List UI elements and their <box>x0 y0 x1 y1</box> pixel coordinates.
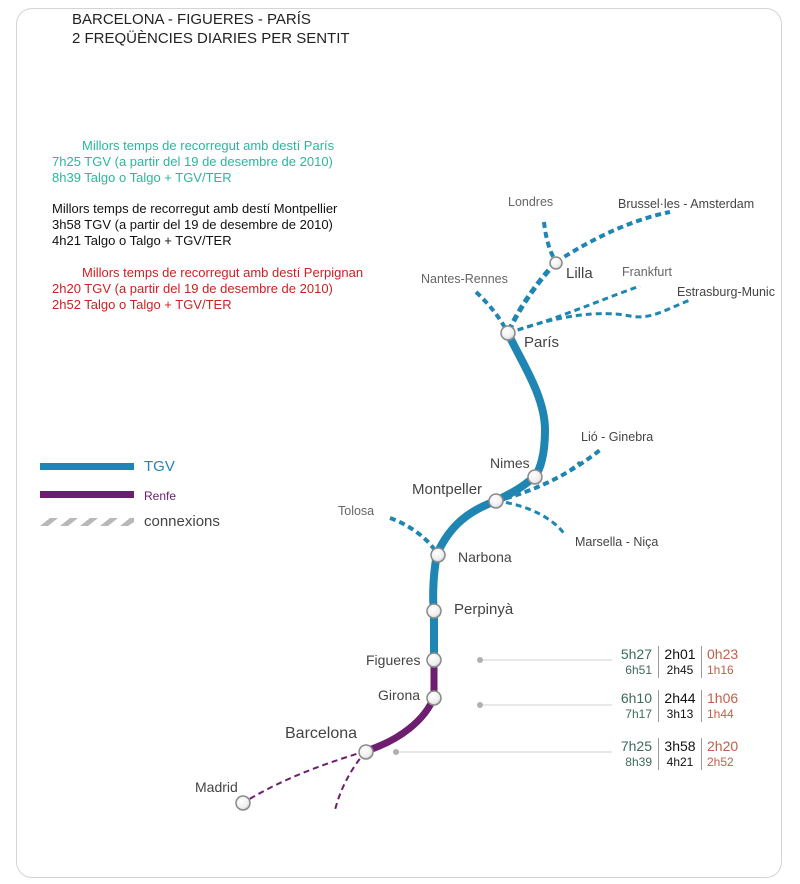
time-figueres-perpignan: 0h23 <box>707 646 739 662</box>
station-label-nimes: Nimes <box>490 455 530 471</box>
station-label-montpeller: Montpeller <box>412 481 482 498</box>
time-figueres-paris-alt: 6h51 <box>625 663 652 677</box>
time-barcelona-paris-alt: 8h39 <box>625 755 652 769</box>
info-paris-line-2: 8h39 Talgo o Talgo + TGV/TER <box>52 170 232 185</box>
connection-line-madrid <box>242 750 367 804</box>
connection-label-nantes: Nantes-Rennes <box>421 272 508 286</box>
time-figueres-montpellier: 2h01 <box>658 646 702 662</box>
connection-label-tolosa: Tolosa <box>338 504 374 518</box>
legend-tgv-label: TGV <box>144 458 175 475</box>
connection-line-estrasburg <box>507 298 691 335</box>
legend-tgv-swatch <box>40 463 134 470</box>
time-figueres-montpellier-alt: 2h45 <box>658 662 702 678</box>
time-barcelona-perpignan-alt: 2h52 <box>707 755 734 769</box>
node-figueres <box>426 652 442 668</box>
time-girona-montpellier: 2h44 <box>658 690 702 706</box>
page-frame <box>16 8 782 878</box>
connection-label-marsella: Marsella - Niça <box>575 535 658 549</box>
time-barcelona-perpignan: 2h20 <box>707 738 739 754</box>
info-paris-line-1: 7h25 TGV (a partir del 19 de desembre de… <box>52 154 333 169</box>
time-girona-paris: 6h10 <box>620 690 652 706</box>
node-girona <box>426 690 442 706</box>
time-figueres-paris: 5h27 <box>620 646 652 662</box>
node-perpinya <box>426 603 442 619</box>
time-barcelona-montpellier: 3h58 <box>658 738 702 754</box>
legend-renfe-swatch <box>40 491 134 498</box>
info-montpellier-heading: Millors temps de recorregut amb destí Mo… <box>52 201 338 216</box>
node-barcelona <box>358 744 374 760</box>
times-figueres: 5h27 2h01 0h23 6h51 2h45 1h16 <box>616 646 744 678</box>
info-paris-heading: Millors temps de recorregut amb destí Pa… <box>82 138 335 153</box>
time-girona-perpignan-alt: 1h44 <box>707 707 734 721</box>
node-narbona <box>430 547 446 563</box>
connection-label-frankfurt: Frankfurt <box>622 265 673 279</box>
leader-dot-barcelona <box>393 749 399 755</box>
station-label-paris: París <box>524 334 559 351</box>
connection-line-brussel <box>554 210 671 264</box>
time-girona-montpellier-alt: 3h13 <box>658 706 702 722</box>
renfe-line <box>362 656 438 755</box>
info-paris: Millors temps de recorregut amb destí Pa… <box>52 138 334 186</box>
connection-line-frankfurt <box>507 284 641 335</box>
connection-line-south <box>334 750 367 811</box>
connection-line-nantes <box>474 290 510 334</box>
connection-label-estrasburg: Estrasburg-Munic <box>677 285 775 299</box>
info-perpignan-line-2: 2h52 Talgo o Talgo + TGV/TER <box>52 297 232 312</box>
connection-line-marsella <box>495 499 567 536</box>
leader-dot-girona <box>477 702 483 708</box>
times-girona: 6h10 2h44 1h06 7h17 3h13 1h44 <box>616 690 744 722</box>
info-perpignan: Millors temps de recorregut amb destí Pe… <box>52 265 363 313</box>
connection-label-lio: Lió - Ginebra <box>581 430 653 444</box>
node-madrid <box>235 795 251 811</box>
time-barcelona-paris: 7h25 <box>620 738 652 754</box>
node-paris <box>500 325 516 341</box>
title-line-1: BARCELONA - FIGUERES - PARÍS <box>72 11 311 28</box>
page-title: BARCELONA - FIGUERES - PARÍS 2 FREQÜÈNCI… <box>72 10 350 48</box>
time-girona-paris-alt: 7h17 <box>625 707 652 721</box>
connection-line-londres <box>542 221 558 264</box>
info-montpellier-line-1: 3h58 TGV (a partir del 19 de desembre de… <box>52 217 333 232</box>
station-label-lilla: Lilla <box>566 265 593 282</box>
time-barcelona-montpellier-alt: 4h21 <box>658 754 702 770</box>
info-perpignan-heading: Millors temps de recorregut amb destí Pe… <box>82 265 364 280</box>
time-figueres-perpignan-alt: 1h16 <box>707 663 734 677</box>
station-label-madrid: Madrid <box>195 779 238 795</box>
legend-connexions-label: connexions <box>144 513 220 530</box>
time-girona-perpignan: 1h06 <box>707 690 739 706</box>
leader-dot-figueres <box>477 657 483 663</box>
connection-label-brussel: Brussel·les - Amsterdam <box>618 197 754 211</box>
times-barcelona: 7h25 3h58 2h20 8h39 4h21 2h52 <box>616 738 744 770</box>
title-line-2: 2 FREQÜÈNCIES DIARIES PER SENTIT <box>72 30 350 47</box>
node-montpeller <box>488 493 504 509</box>
legend-connexions-swatch <box>40 518 134 526</box>
info-montpellier: Millors temps de recorregut amb destí Mo… <box>52 201 337 249</box>
station-label-figueres: Figueres <box>366 652 420 668</box>
connection-label-londres: Londres <box>508 195 553 209</box>
info-montpellier-line-2: 4h21 Talgo o Talgo + TGV/TER <box>52 233 232 248</box>
node-lilla <box>549 256 563 270</box>
station-label-narbona: Narbona <box>458 549 512 565</box>
node-nimes <box>527 469 543 485</box>
info-perpignan-line-1: 2h20 TGV (a partir del 19 de desembre de… <box>52 281 333 296</box>
station-label-girona: Girona <box>378 687 420 703</box>
station-label-perpinya: Perpinyà <box>454 601 514 618</box>
station-label-barcelona: Barcelona <box>285 725 357 742</box>
connection-line-tolosa <box>389 516 439 555</box>
legend-renfe-label: Renfe <box>144 489 177 503</box>
